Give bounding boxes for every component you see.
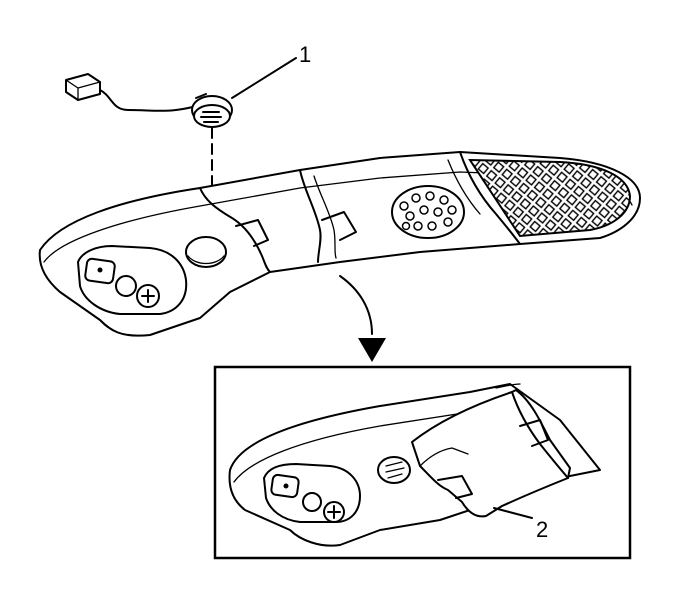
callout-label-2: 2 [536,517,549,542]
console-seam-2 [199,187,271,273]
console-seam-3 [459,151,521,245]
detail-arrow-head [358,338,386,362]
console-seam-1 [299,169,322,263]
callout-label-1: 1 [299,42,312,67]
microphone-hole [185,236,227,268]
overhead-console [38,151,641,337]
console-body [38,151,641,337]
detail-trim-panel [411,389,571,518]
microphone-assembly [65,73,233,128]
detail-arrow-shaft [339,275,373,335]
microphone-wire [99,89,197,112]
callout-2-leader [493,507,533,519]
detail-console [228,383,601,547]
lamp-lens-mesh [468,158,632,238]
callout-1-leader [231,57,297,99]
button-plain [115,275,137,297]
